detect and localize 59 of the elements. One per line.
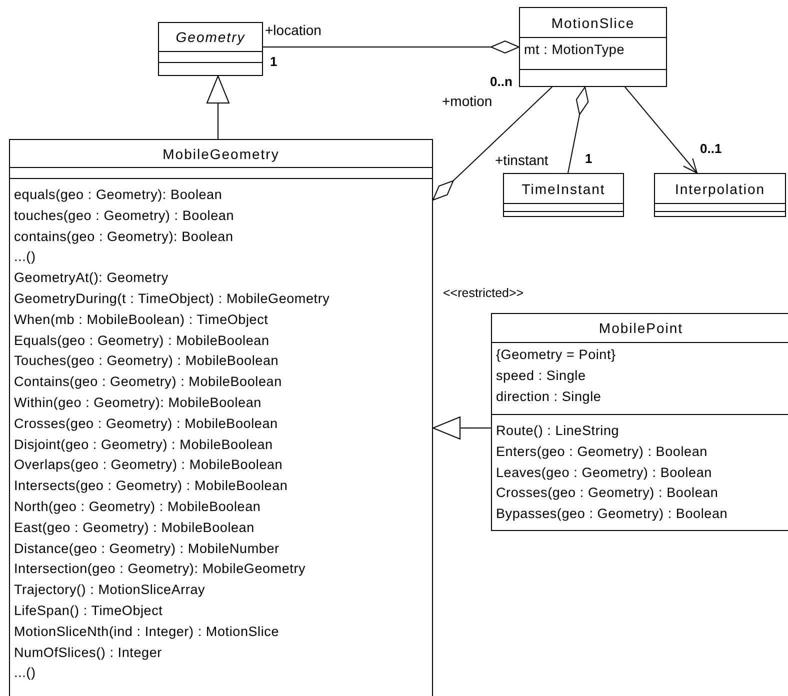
operation-text: Contains(geo : Geometry) : MobileBoolean [14, 373, 283, 392]
role-name: +motion [442, 93, 492, 109]
operation-text: Overlaps(geo : Geometry) : MobileBoolean [14, 456, 284, 474]
aggregation-line [262, 40, 520, 54]
operation-text: ...() [14, 248, 37, 266]
class-box [491, 313, 788, 531]
class-box [158, 22, 263, 76]
operation-text: MotionSliceNth(ind : Integer) : MotionSlice [14, 622, 280, 641]
class-name: MotionSlice [551, 14, 635, 30]
stereotype-text: <<restricted>> [443, 285, 524, 301]
operation-text: NumOfSlices() : Integer [14, 644, 163, 662]
generalization-arrow [206, 76, 230, 140]
operation-text: Leaves(geo : Geometry) : Boolean [496, 464, 713, 482]
operation-text: North(geo : Geometry) : MobileBoolean [14, 498, 262, 516]
class-box [9, 139, 433, 696]
operation-text: Route() : LineString [496, 422, 620, 440]
operation-text: Crosses(geo : Geometry) : Boolean [496, 484, 720, 502]
multiplicity: 0..1 [700, 141, 722, 157]
operation-text: Intersection(geo : Geometry): MobileGeometry [14, 560, 307, 578]
operation-text: contains(geo : Geometry): Boolean [14, 228, 234, 246]
association-arrow [624, 86, 698, 174]
class-box [519, 7, 667, 87]
multiplicity: 1 [585, 151, 592, 167]
operation-text: Intersects(geo : Geometry) : MobileBoolean [14, 477, 289, 496]
operation-text: Within(geo : Geometry): MobileBoolean [14, 394, 262, 412]
class-box [503, 173, 624, 217]
generalization-arrow [432, 416, 492, 440]
class-name: TimeInstant [522, 180, 606, 196]
operation-text: Distance(geo : Geometry) : MobileNumber [14, 540, 280, 558]
operation-text: When(mb : MobileBoolean) : TimeObject [14, 310, 270, 329]
operation-text: Disjoint(geo : Geometry) : MobileBoolean [14, 436, 274, 454]
class-name: MobileGeometry [162, 146, 280, 162]
aggregation-line [432, 86, 552, 200]
class-box [654, 173, 786, 217]
multiplicity: 0..n [490, 74, 512, 90]
operation-text: Enters(geo : Geometry) : Boolean [496, 442, 708, 461]
operation-text: equals(geo : Geometry): Boolean [14, 186, 224, 204]
aggregation-line [568, 86, 589, 174]
operation-text: Trajectory() : MotionSliceArray [14, 581, 206, 600]
attribute-text: mt : MotionType [524, 41, 626, 59]
class-name: Geometry [176, 29, 246, 45]
attribute-text: {Geometry = Point} [496, 346, 617, 364]
operation-text: Crosses(geo : Geometry) : MobileBoolean [14, 414, 279, 433]
operation-text: ...() [14, 664, 37, 682]
class-name: MobilePoint [598, 320, 684, 336]
class-name: Interpolation [674, 180, 766, 196]
operation-text: GeometryDuring(t : TimeObject) : MobileGeometry [14, 290, 331, 308]
operation-text: East(geo : Geometry) : MobileBoolean [14, 518, 256, 537]
attribute-text: direction : Single [496, 388, 602, 406]
operation-text: GeometryAt(): Geometry [14, 269, 170, 288]
role-name: +location [265, 22, 322, 38]
operation-text: touches(geo : Geometry) : Boolean [14, 206, 236, 225]
attribute-text: speed : Single [496, 366, 587, 385]
operation-text: Equals(geo : Geometry) : MobileBoolean [14, 332, 270, 350]
multiplicity: 1 [270, 54, 278, 70]
operation-text: LifeSpan() : TimeObject [14, 602, 164, 620]
operation-text: Touches(geo : Geometry) : MobileBoolean [14, 352, 280, 370]
role-name: +tinstant [495, 152, 548, 168]
operation-text: Bypasses(geo : Geometry) : Boolean [496, 505, 729, 524]
